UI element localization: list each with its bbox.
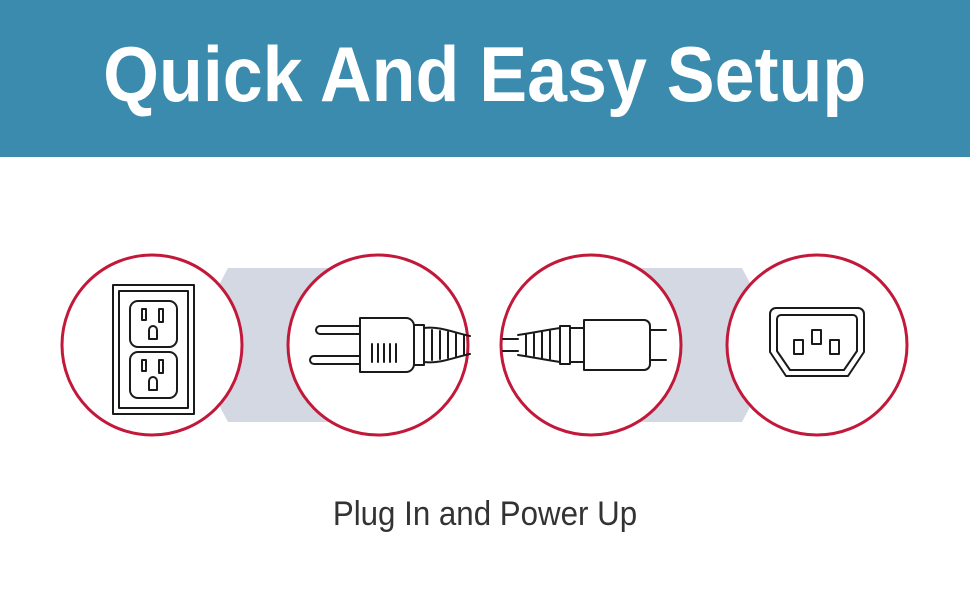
step-circle-plug xyxy=(286,253,471,437)
header-banner: Quick And Easy Setup xyxy=(0,0,970,157)
caption-text: Plug In and Power Up xyxy=(332,495,638,533)
iec-c14-inlet-icon xyxy=(769,307,865,377)
page-title: Quick And Easy Setup xyxy=(103,30,867,118)
step-circle-connector xyxy=(499,253,683,437)
wall-outlet-icon xyxy=(112,284,195,415)
nema-plug-icon xyxy=(309,317,471,373)
step-circle-outlet xyxy=(60,253,244,437)
step-circle-inlet xyxy=(725,253,909,437)
iec-c13-connector-icon xyxy=(502,319,667,371)
